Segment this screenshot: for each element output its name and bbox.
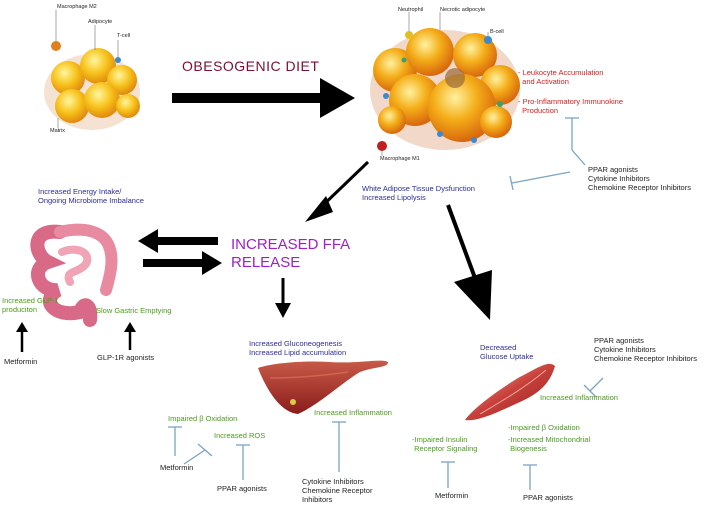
- muscle-increased-inflammation: Increased Inflammation: [540, 393, 618, 402]
- ffa-release-line-2: RELEASE: [231, 254, 301, 271]
- ppar-agonists-top: PPAR agonists: [588, 165, 638, 174]
- matrix-label: Matrix: [50, 128, 65, 134]
- gut-to-ffa-arrow: [143, 251, 222, 275]
- macrophage-m2-label: Macrophage M2: [57, 4, 97, 10]
- energy-intake-line-2: Ongoing Microbiome Imbalance: [38, 196, 144, 205]
- macrophage-m1-cell: [377, 141, 387, 151]
- metformin-muscle: Metformin: [435, 491, 469, 500]
- t-cell: [115, 57, 121, 63]
- glp1-line-1: Increased GLP-1: [2, 296, 59, 305]
- gluconeogenesis-line: Increased Gluconeogenesis: [249, 339, 342, 348]
- lipid-accumulation-line: Increased Lipid accumulation: [249, 348, 347, 357]
- muscle-inhibitors: [441, 377, 604, 490]
- muscle-oxidation-line-1: -Impaired β Oxidation: [508, 423, 580, 432]
- glp1r-agonists: GLP-1R agonists: [97, 353, 155, 362]
- necrotic-adipocyte: [445, 68, 465, 88]
- b-cell-label: B-cell: [490, 29, 504, 35]
- intestine-illustration: [30, 223, 118, 327]
- decreased-line: Decreased: [480, 343, 517, 352]
- muscle-oxidation-line-3: Biogenesis: [508, 444, 547, 453]
- glp1-line-2: produciton: [2, 305, 38, 314]
- immunokine-line-1: - Pro-Inflammatory Immunokine: [518, 97, 624, 106]
- metformin-liver: Metformin: [160, 463, 194, 472]
- cytokine-inhibitors-top: Cytokine Inhibitors: [588, 174, 650, 183]
- leukocyte-line-2: and Activation: [518, 77, 569, 86]
- ffa-release-line-1: INCREASED FFA: [231, 236, 351, 253]
- chemokine-inhibitors-muscle-top: Chemokine Receptor Inhibitors: [594, 354, 697, 363]
- glucose-uptake-line: Glucose Uptake: [480, 352, 534, 361]
- cytokine-inhibitors-liver-1: Cytokine Inhibitors: [302, 477, 364, 486]
- energy-intake-line-1: Increased Energy Intake/: [38, 187, 122, 196]
- cytokine-inhibitors-muscle-top: Cytokine Inhibitors: [594, 345, 656, 354]
- leukocyte-line-1: - Leukocyte Accumulation: [518, 68, 604, 77]
- slow-gastric-emptying: Slow Gastric Emptying: [96, 306, 172, 315]
- chemokine-inhibitors-top: Chemokine Receptor Inhibitors: [588, 183, 691, 192]
- liver-inhibitors: [168, 421, 346, 480]
- adipocyte-label: Adipocyte: [88, 19, 113, 25]
- ppar-agonists-muscle-top: PPAR agonists: [594, 336, 644, 345]
- wat-dysfunction-line-1: White Adipose Tissue Dysfunction: [362, 184, 475, 193]
- liver-illustration: [258, 360, 388, 414]
- b-cell: [484, 36, 492, 44]
- ppar-agonists-liver: PPAR agonists: [217, 484, 267, 493]
- obesogenic-diet-title: OBESOGENIC DIET: [182, 58, 320, 74]
- neutrophil-cell: [405, 31, 413, 39]
- macrophage-m2-cell: [51, 41, 61, 51]
- obese-adipose-cluster: [370, 12, 520, 156]
- immunokine-line-2: Production: [518, 106, 559, 115]
- ppar-agonists-muscle: PPAR agonists: [523, 493, 573, 502]
- liver-increased-inflammation: Increased Inflammation: [314, 408, 392, 417]
- muscle-arrow: [454, 270, 492, 320]
- metformin-gut: Metformin: [4, 357, 38, 366]
- liver-increased-ros: Increased ROS: [214, 431, 266, 440]
- necrotic-adipocyte-label: Necrotic adipocyte: [440, 7, 486, 13]
- ffa-arrow: [305, 196, 333, 222]
- macrophage-m1-label: Macrophage M1: [380, 156, 420, 162]
- insulin-signaling-line-1: -Impaired Insulin: [412, 435, 468, 444]
- diet-arrow: [172, 78, 355, 118]
- muscle-oxidation-line-2: -Increased Mitochondrial: [508, 435, 591, 444]
- insulin-signaling-line-2: Receptor Signaling: [412, 444, 478, 453]
- neutrophil-label: Neutrophil: [398, 7, 424, 13]
- liver-impaired-oxidation: Impaired β Oxidation: [168, 414, 238, 423]
- cytokine-inhibitors-liver-2: Chemokine Receptor: [302, 486, 373, 495]
- lean-adipose-cluster: [44, 10, 140, 130]
- wat-dysfunction-line-2: Increased Lipolysis: [362, 193, 426, 202]
- t-cell-label: T-cell: [117, 33, 131, 39]
- muscle-illustration: [465, 363, 555, 421]
- cytokine-inhibitors-liver-3: Inhibitors: [302, 495, 333, 504]
- ffa-to-gut-arrow: [138, 229, 218, 253]
- top-inhibitors: [509, 117, 586, 191]
